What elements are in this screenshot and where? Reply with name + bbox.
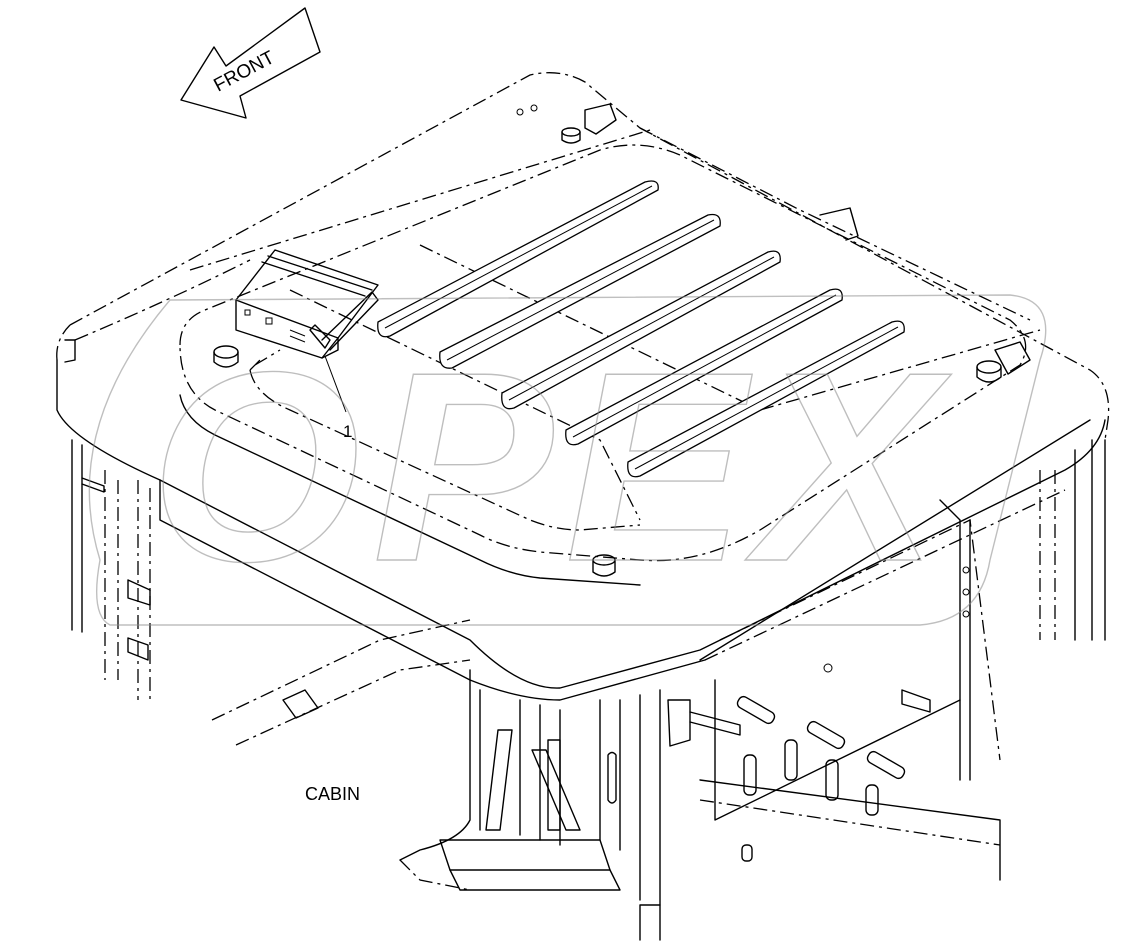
part-controller-unit [235, 249, 379, 359]
roof-rail [627, 320, 905, 478]
front-arrow: FRONT [180, 7, 321, 119]
roof-rail [501, 250, 781, 410]
cabin-frame [71, 419, 1106, 941]
roof-bosses [64, 103, 1031, 577]
watermark: OPEX [88, 294, 1047, 626]
front-arrow-label: FRONT [210, 47, 278, 96]
callout-1: 1 [324, 355, 352, 441]
callout-number: 1 [343, 422, 352, 441]
roof-rails [377, 180, 905, 478]
assembly-label: CABIN [305, 784, 360, 804]
watermark-text: OPEX [150, 317, 952, 618]
roof-rail [565, 288, 843, 446]
roof-panel [56, 72, 1110, 701]
